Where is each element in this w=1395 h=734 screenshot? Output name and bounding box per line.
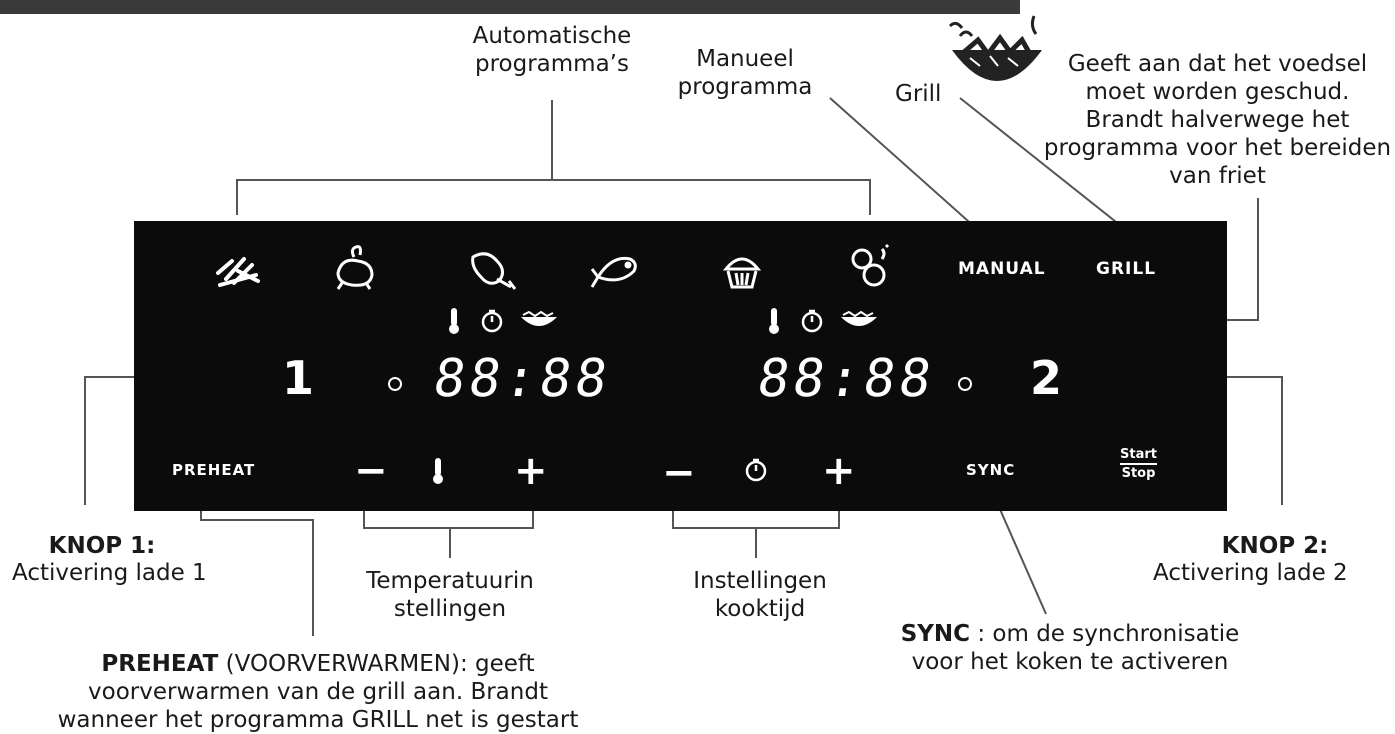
display-2: 88:88 [753,349,939,409]
drawer-1-button[interactable]: 1 [282,351,315,405]
control-panel: MANUAL GRILL 1 88:88 88:88 2 PREHEAT − +… [134,221,1227,511]
grill-button[interactable]: GRILL [1096,259,1157,279]
thermometer-icon [449,308,459,334]
preheat-line2: voorverwarmen van de grill aan. Brandt [88,679,548,705]
time-minus-button[interactable]: − [662,450,696,496]
auto-programs-label: Automatische programma’s [452,22,652,78]
temperature-minus-button[interactable]: − [354,448,388,494]
sync-line1: : om de synchronisatie [970,621,1240,647]
knop1-title: KNOP 1: [42,532,162,560]
timer-icon [801,309,823,333]
sync-button[interactable]: SYNC [966,461,1016,479]
time-timer-icon [745,458,767,482]
fries-icon[interactable] [214,251,260,291]
shake-line2: moet worden geschud. [1085,79,1350,105]
knop2-title: KNOP 2: [1205,532,1345,560]
start-label: Start [1120,447,1157,465]
shake-line3: Brandt halverwege het [1085,107,1350,133]
knop1-description: Activering lade 1 [12,560,207,586]
knop2-description: Activering lade 2 [1153,560,1348,586]
preheat-line1: (VOORVERWARMEN): geeft [218,651,535,677]
temp-line2: stellingen [393,596,507,622]
time-plus-button[interactable]: + [822,448,856,494]
shake-indicator-icon [841,311,877,326]
drawer-1-indicator [388,377,402,391]
shake-indicator-icon [521,311,557,326]
auto-programs-line1: Automatische [472,23,632,49]
shake-line4: programma voor het bereiden [1043,135,1392,161]
shake-basket-icon [948,15,1042,81]
fish-icon[interactable] [590,247,642,289]
manual-line2: programma [677,74,813,100]
preheat-description: PREHEAT (VOORVERWARMEN): geeft voorverwa… [48,650,588,734]
preheat-indicator: PREHEAT [172,461,256,479]
time-line2: kooktijd [714,596,806,622]
preheat-key: PREHEAT [101,651,219,677]
grill-label: Grill [895,81,942,107]
knop1-title-text: KNOP 1: [48,533,156,559]
start-stop-button[interactable]: Start Stop [1120,447,1157,481]
manual-program-label: Manueel programma [660,45,830,101]
stop-label: Stop [1121,466,1156,481]
time-settings-label: Instellingen kooktijd [660,567,860,623]
sync-key: SYNC [900,621,971,647]
cake-icon[interactable] [722,249,762,291]
chicken-icon[interactable] [332,243,378,291]
shake-line5: van friet [1169,163,1266,189]
temperature-settings-label: Temperatuurin stellingen [340,567,560,623]
auto-programs-line2: programma’s [475,51,629,77]
preheat-line3: wanneer het programma GRILL net is gesta… [57,707,579,733]
temp-line1: Temperatuurin [366,568,534,594]
drawer-2-indicator [958,377,972,391]
manual-line1: Manueel [696,46,794,72]
vegetables-icon[interactable] [848,243,892,289]
drumstick-icon[interactable] [467,247,519,291]
timer-icon [481,309,503,333]
manual-button[interactable]: MANUAL [958,259,1046,279]
top-bar [0,0,1020,14]
display-1: 88:88 [429,349,615,409]
drawer-2-button[interactable]: 2 [1030,351,1063,405]
sync-line2: voor het koken te activeren [911,649,1229,675]
shake-description: Geeft aan dat het voedsel moet worden ge… [1040,50,1395,190]
thermometer-icon [769,308,779,334]
sync-description: SYNC : om de synchronisatie voor het kok… [880,620,1260,676]
temperature-thermometer-icon [433,458,443,484]
temperature-plus-button[interactable]: + [514,448,548,494]
shake-line1: Geeft aan dat het voedsel [1067,51,1368,77]
knop2-title-text: KNOP 2: [1221,533,1329,559]
time-line1: Instellingen [693,568,827,594]
